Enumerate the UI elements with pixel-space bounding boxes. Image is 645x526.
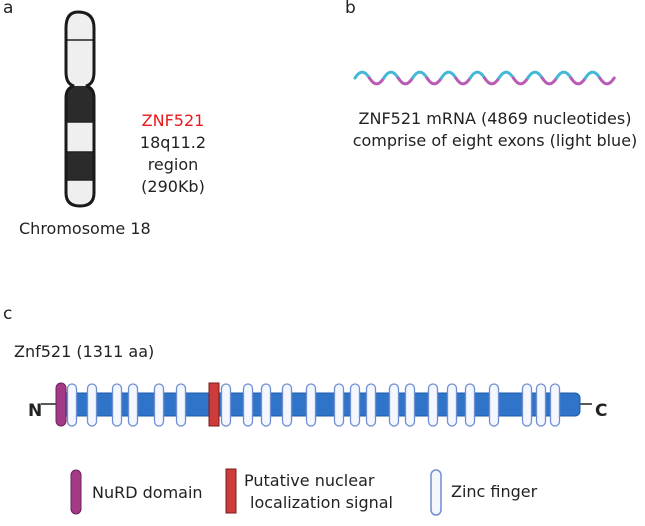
legend-nurd-swatch <box>70 469 82 515</box>
panel-letter-a: a <box>3 0 14 18</box>
zinc-finger-marker <box>535 383 547 427</box>
legend-zinc-finger-swatch <box>430 469 442 516</box>
mrna-caption-line2: comprise of eight exons (light blue) <box>352 131 638 150</box>
zinc-finger-marker <box>242 383 254 427</box>
zinc-finger-marker <box>220 383 232 427</box>
gene-size: (290Kb) <box>141 177 205 196</box>
mrna-wave-segment <box>540 76 559 86</box>
zinc-finger-marker <box>427 383 439 427</box>
legend-nls-swatch <box>225 468 237 514</box>
mrna-wave-segment <box>511 76 530 86</box>
panel-letter-b: b <box>345 0 356 18</box>
mrna-wave-segment <box>382 70 400 80</box>
mrna-wave-segment <box>367 76 386 86</box>
protein-label: Znf521 (1311 aa) <box>14 342 155 361</box>
zinc-finger-marker <box>66 383 78 427</box>
zinc-finger-marker <box>446 383 458 427</box>
zinc-finger-marker <box>127 383 139 427</box>
panel-letter-c: c <box>3 304 13 324</box>
gene-name: ZNF521 <box>141 111 205 130</box>
nurd-domain-marker <box>55 382 67 427</box>
nls-marker <box>208 382 220 427</box>
mrna-wave-segment <box>353 70 371 80</box>
zinc-finger-marker <box>175 383 187 427</box>
mrna-wave-segment <box>439 70 458 80</box>
mrna-wave-segment <box>468 70 487 80</box>
mrna-wave-segment <box>411 70 429 80</box>
mrna-wave-segment <box>396 76 415 86</box>
zinc-finger-marker <box>549 383 561 427</box>
legend-nls-label-line1: Putative nuclear <box>244 471 375 490</box>
n-terminus-label: N <box>28 401 43 421</box>
zinc-finger-marker <box>365 383 377 427</box>
mrna-wave-segment <box>454 76 472 86</box>
mrna-wave-segment <box>555 70 573 80</box>
zinc-finger-marker <box>349 383 361 427</box>
zinc-finger-marker <box>305 383 317 427</box>
zinc-finger-marker <box>153 383 165 427</box>
mrna-caption-line1: ZNF521 mRNA (4869 nucleotides) <box>358 109 632 128</box>
legend-nls-label-line2: localization signal <box>250 493 393 512</box>
zinc-finger-marker <box>464 383 476 427</box>
zinc-finger-marker <box>333 383 345 427</box>
chromosome-label: Chromosome 18 <box>19 219 151 238</box>
mrna-wave-segment <box>526 70 544 80</box>
zinc-finger-marker <box>260 383 272 427</box>
zinc-finger-marker <box>281 383 293 427</box>
mrna-wave-segment <box>569 76 587 86</box>
gene-region: 18q11.2 region <box>139 133 207 174</box>
zinc-finger-marker <box>388 383 400 427</box>
mrna-wave-segment <box>483 76 501 86</box>
c-terminus-label: C <box>595 401 608 421</box>
mrna-wave-segment <box>497 70 515 80</box>
zinc-finger-marker <box>111 383 123 427</box>
mrna-wave-segment <box>425 76 443 86</box>
zinc-finger-marker <box>521 383 533 427</box>
mrna-wave-segment <box>583 70 602 80</box>
legend-nurd-label: NuRD domain <box>92 483 203 502</box>
zinc-finger-marker <box>488 383 500 427</box>
legend-zinc-finger-label: Zinc finger <box>451 482 538 501</box>
zinc-finger-marker <box>86 383 98 427</box>
zinc-finger-marker <box>404 383 416 427</box>
mrna-wave-segment <box>598 76 616 86</box>
